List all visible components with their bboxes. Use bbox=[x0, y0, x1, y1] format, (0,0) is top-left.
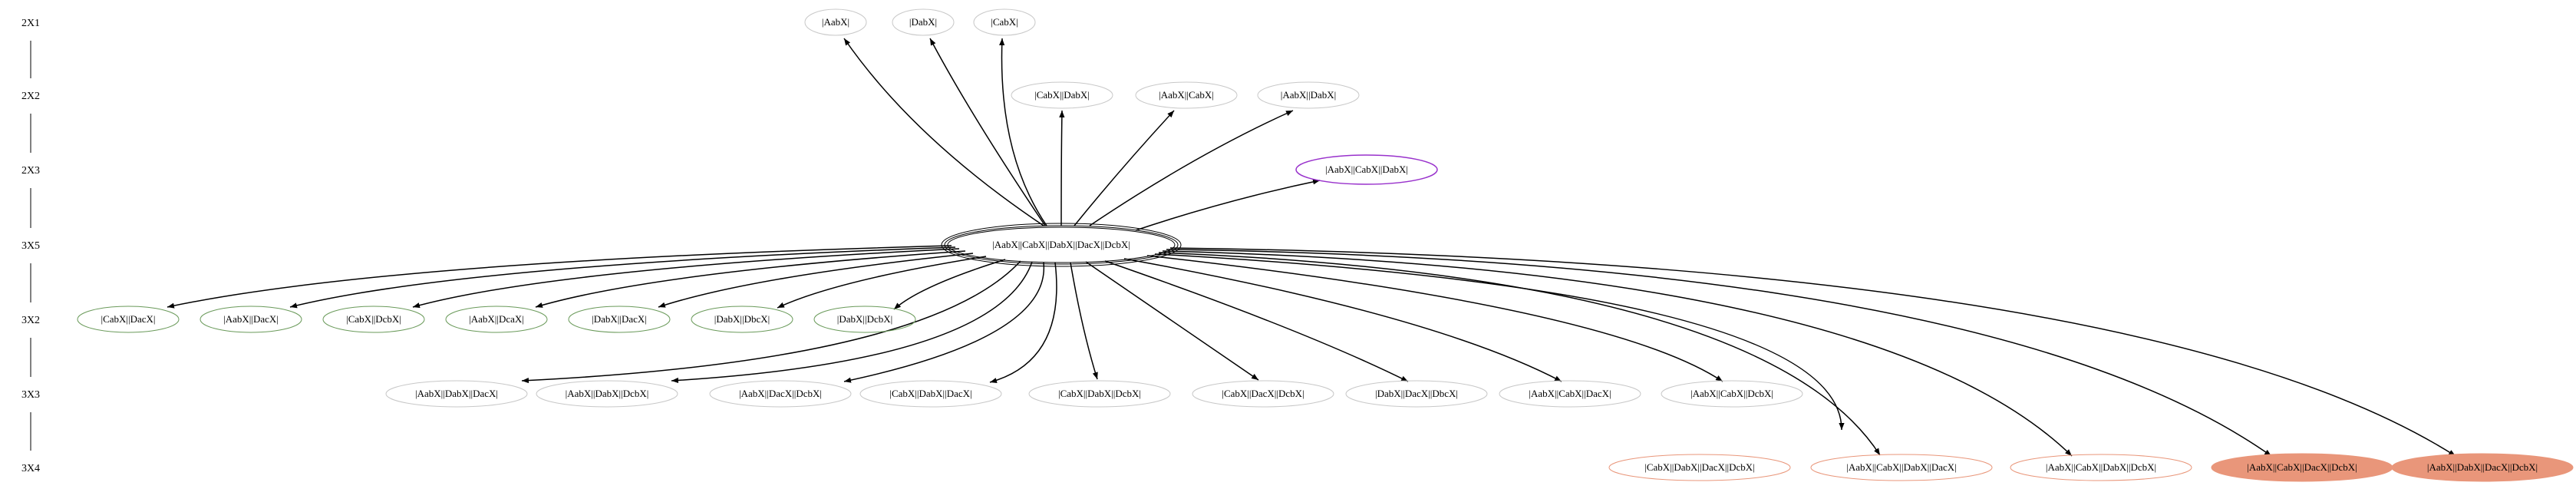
node-label: |CabX||DabX||DacX| bbox=[889, 388, 971, 399]
node-label: |DabX||DcbX| bbox=[837, 313, 893, 325]
node-n-cab-dac[interactable]: |CabX||DacX| bbox=[77, 306, 180, 333]
edge-n_root-to-n4_4 bbox=[1166, 249, 2272, 457]
edge-n_root-to-n3_8 bbox=[1123, 258, 1562, 382]
edge-n_root-to-n3_2 bbox=[671, 261, 1033, 384]
node-label: |DabX||DacX| bbox=[592, 313, 647, 325]
level-label-3x2: 3X2 bbox=[21, 315, 40, 326]
node-n-aab[interactable]: |AabX| bbox=[804, 8, 867, 36]
edge-n_root-to-n3_4 bbox=[989, 262, 1057, 384]
edge-n_root-to-n3_6 bbox=[1085, 261, 1259, 381]
edge-n_root-to-n_aab_dca bbox=[535, 250, 966, 308]
level-axis: 2X1 2X2 2X3 3X5 3X2 3X3 3X4 bbox=[21, 18, 40, 474]
node-n-dab-dcb[interactable]: |DabX||DcbX| bbox=[813, 306, 916, 333]
edge-n_root-to-n_aab_dac bbox=[289, 246, 956, 309]
edge-n_root-to-n_cab_dac bbox=[167, 245, 952, 309]
node-n3-4[interactable]: |CabX||DabX||DacX| bbox=[859, 380, 1002, 408]
node-label: |CabX||DabX||DacX||DcbX| bbox=[1644, 461, 1755, 473]
node-label: |DabX||DacX||DbcX| bbox=[1375, 388, 1458, 399]
node-label: |AabX||CabX||DabX||DcbX| bbox=[2046, 461, 2156, 473]
node-label: |CabX||DcbX| bbox=[346, 313, 401, 325]
edge-n_root-to-n3_5 bbox=[1070, 262, 1098, 380]
node-label: |DabX||DbcX| bbox=[714, 313, 770, 325]
node-n-dab-dbc[interactable]: |DabX||DbcX| bbox=[691, 306, 793, 333]
node-n-dab-dac[interactable]: |DabX||DacX| bbox=[568, 306, 671, 333]
nodes: |AabX||DabX||CabX||CabX||DabX||AabX||Cab… bbox=[77, 8, 2574, 482]
edge-n_root-to-n_dab_dbc bbox=[777, 256, 987, 309]
edge-n_root-to-n_cab_dcb bbox=[412, 248, 960, 309]
node-n4-2[interactable]: |AabX||CabX||DabX||DacX| bbox=[1810, 454, 1993, 481]
node-label: |CabX||DabX||DcbX| bbox=[1058, 388, 1141, 399]
node-n3-7[interactable]: |DabX||DacX||DbcX| bbox=[1345, 380, 1488, 408]
edge-n_root-to-n_aab bbox=[843, 38, 1044, 226]
edge-n_root-to-n_cab_dab bbox=[1059, 110, 1065, 226]
node-label: |AabX||DacX||DcbX| bbox=[739, 388, 822, 399]
node-n-cab-dcb[interactable]: |CabX||DcbX| bbox=[322, 306, 425, 333]
node-label: |AabX||DcaX| bbox=[469, 313, 524, 325]
edge-n_root-to-n_acd bbox=[1135, 179, 1321, 231]
level-label-3x5: 3X5 bbox=[21, 240, 40, 252]
node-n-aab-dac[interactable]: |AabX||DacX| bbox=[200, 306, 302, 333]
level-label-2x3: 2X3 bbox=[21, 165, 40, 177]
node-n3-2[interactable]: |AabX||DabX||DcbX| bbox=[536, 380, 678, 408]
node-label: |AabX||CabX||DabX| bbox=[1325, 164, 1408, 175]
node-n3-3[interactable]: |AabX||DacX||DcbX| bbox=[709, 380, 852, 408]
node-label: |AabX||CabX| bbox=[1159, 89, 1214, 101]
node-n-aab-dab[interactable]: |AabX||DabX| bbox=[1257, 81, 1360, 109]
node-n4-4[interactable]: |AabX||CabX||DacX||DcbX| bbox=[2211, 453, 2393, 482]
node-label: |CabX||DacX||DcbX| bbox=[1222, 388, 1304, 399]
node-n4-3[interactable]: |AabX||CabX||DabX||DcbX| bbox=[2010, 454, 2192, 481]
node-n4-1[interactable]: |CabX||DabX||DacX||DcbX| bbox=[1608, 454, 1791, 481]
node-n3-1[interactable]: |AabX||DabX||DacX| bbox=[385, 380, 528, 408]
edge-n_root-to-n_aab_cab bbox=[1074, 110, 1175, 226]
node-label: |AabX||DabX| bbox=[1281, 89, 1337, 101]
edge-n_root-to-n3_9 bbox=[1146, 255, 1723, 382]
edge-n_root-to-n3_1 bbox=[521, 260, 1021, 384]
node-label: |DabX| bbox=[909, 16, 937, 28]
node-label: |CabX||DabX| bbox=[1034, 89, 1090, 101]
node-label: |AabX||CabX||DcbX| bbox=[1690, 388, 1773, 399]
edge-n_root-to-n4_5 bbox=[1169, 247, 2456, 457]
level-label-3x3: 3X3 bbox=[21, 389, 40, 401]
node-label: |AabX||DacX| bbox=[223, 313, 279, 325]
node-label: |AabX||CabX||DacX||DcbX| bbox=[2247, 461, 2357, 473]
node-n3-6[interactable]: |CabX||DacX||DcbX| bbox=[1192, 380, 1334, 408]
node-label: |CabX| bbox=[991, 16, 1018, 28]
edge-n_root-to-n_dab_dcb bbox=[893, 259, 1006, 310]
edge-n_root-to-n_dab_dac bbox=[658, 253, 974, 308]
node-label: |AabX||CabX||DabX||DacX||DcbX| bbox=[992, 239, 1130, 250]
edge-n_root-to-n4_1 bbox=[1154, 253, 1845, 431]
edge-n_root-to-n4_3 bbox=[1162, 250, 2073, 457]
node-n3-5[interactable]: |CabX||DabX||DcbX| bbox=[1028, 380, 1171, 408]
edge-n_root-to-n3_3 bbox=[843, 262, 1045, 383]
level-label-2x2: 2X2 bbox=[21, 91, 40, 102]
edges bbox=[167, 38, 2456, 457]
node-n-dab[interactable]: |DabX| bbox=[892, 8, 955, 36]
node-n-acd[interactable]: |AabX||CabX||DabX| bbox=[1295, 154, 1438, 185]
level-label-2x1: 2X1 bbox=[21, 18, 40, 29]
level-label-3x4: 3X4 bbox=[21, 463, 40, 474]
node-label: |AabX| bbox=[822, 16, 849, 28]
edge-n_root-to-n_dab bbox=[929, 38, 1046, 226]
node-label: |AabX||CabX||DabX||DacX| bbox=[1846, 461, 1957, 473]
edge-n_root-to-n4_2 bbox=[1158, 252, 1881, 456]
edge-n_root-to-n3_7 bbox=[1104, 260, 1409, 382]
node-label: |AabX||DabX||DcbX| bbox=[566, 388, 649, 399]
edge-n_root-to-n_aab_dab bbox=[1089, 110, 1294, 226]
node-n-root[interactable]: |AabX||CabX||DabX||DacX||DcbX| bbox=[941, 223, 1182, 267]
node-n4-5[interactable]: |AabX||DabX||DacX||DcbX| bbox=[2391, 453, 2574, 482]
node-n3-9[interactable]: |AabX||CabX||DcbX| bbox=[1661, 380, 1803, 408]
node-label: |CabX||DacX| bbox=[101, 313, 155, 325]
node-n3-8[interactable]: |AabX||CabX||DacX| bbox=[1499, 380, 1641, 408]
node-label: |AabX||CabX||DacX| bbox=[1529, 388, 1611, 399]
node-label: |AabX||DabX||DacX||DcbX| bbox=[2427, 461, 2538, 473]
node-n-cab[interactable]: |CabX| bbox=[973, 8, 1036, 36]
edge-n_root-to-n_cab bbox=[999, 38, 1047, 226]
node-label: |AabX||DabX||DacX| bbox=[415, 388, 498, 399]
node-n-cab-dab[interactable]: |CabX||DabX| bbox=[1011, 81, 1113, 109]
node-n-aab-cab[interactable]: |AabX||CabX| bbox=[1135, 81, 1238, 109]
node-n-aab-dca[interactable]: |AabX||DcaX| bbox=[445, 306, 548, 333]
